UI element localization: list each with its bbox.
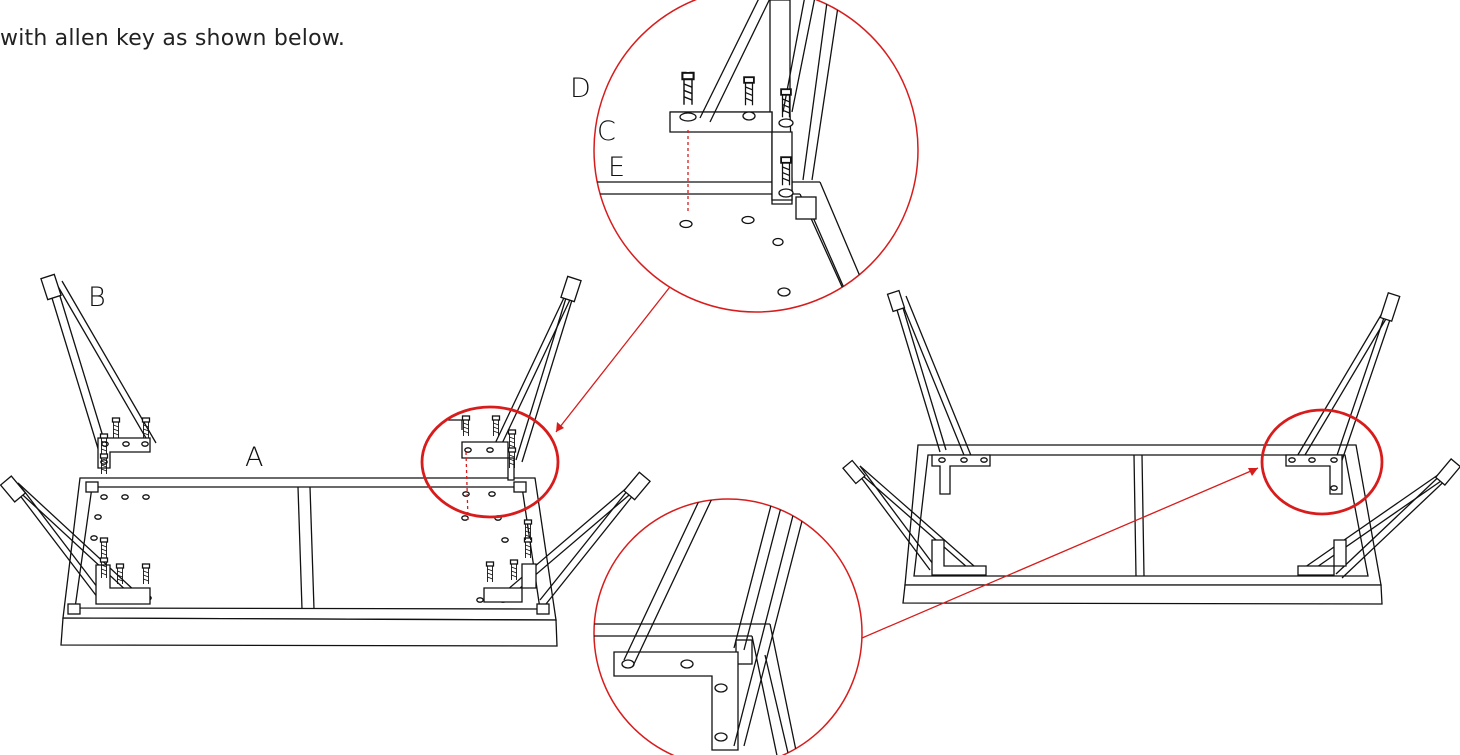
detail-magnifier-bottom [593, 498, 863, 755]
callout-circle-left [420, 405, 560, 519]
label-e: E [608, 152, 625, 183]
label-a: A [245, 442, 263, 473]
leg-front-left [0, 475, 151, 605]
label-b: B [88, 282, 106, 313]
callout-leader-top [555, 282, 674, 433]
label-c: C [597, 116, 616, 147]
leg-front-right [483, 471, 651, 605]
detail-magnifier-top [593, 0, 919, 313]
label-d: D [570, 73, 591, 104]
instruction-text: with allen key as shown below. [0, 26, 346, 51]
left-table-assembly [0, 273, 651, 647]
right-table-assembly [842, 289, 1460, 605]
callout-leader-bottom [861, 467, 1259, 639]
callout-circle-right [1260, 408, 1384, 516]
leg-b [40, 273, 157, 475]
leg-back-right [448, 275, 582, 481]
